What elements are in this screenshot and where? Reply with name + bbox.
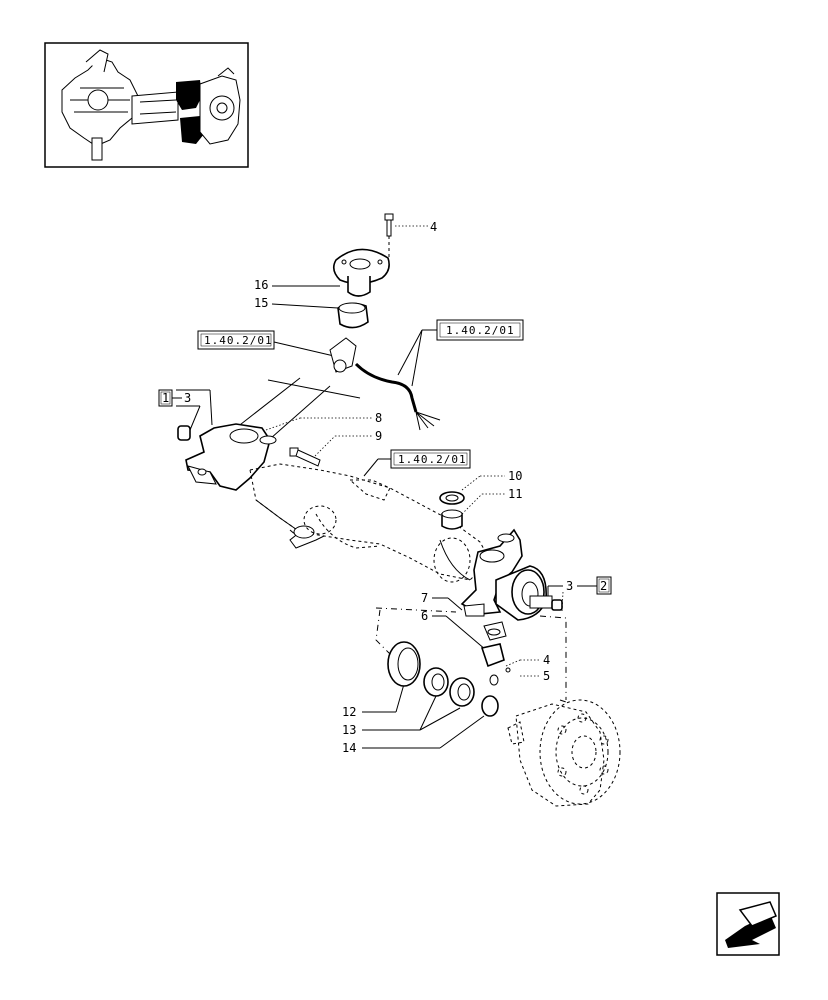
- callout-3-2-right: 3 2: [547, 576, 612, 613]
- callout-10-label: 10: [508, 469, 522, 483]
- kingpin-cap-part-16: [332, 248, 390, 297]
- callout-14: 14: [342, 715, 485, 755]
- callout-5-label: 5: [543, 669, 550, 683]
- axle-housing: [249, 463, 491, 583]
- bolt-part-4: [384, 213, 394, 260]
- sensor-with-cable: [329, 337, 441, 431]
- callout-4-right-label: 4: [543, 653, 550, 667]
- reference-box-center[interactable]: 1.40.2/01: [363, 449, 471, 477]
- callout-3-left-label: 3: [184, 391, 191, 405]
- callout-1-3-left: 1 3: [158, 389, 213, 431]
- callout-8-label: 8: [375, 411, 382, 425]
- callout-16: 16: [254, 278, 340, 292]
- reference-box-left[interactable]: 1.40.2/01: [197, 330, 335, 357]
- reference-center-label: 1.40.2/01: [398, 453, 467, 466]
- shaft-part-3-right: [529, 595, 563, 611]
- callout-15: 15: [254, 296, 339, 310]
- bearing-part-13a: [423, 667, 449, 697]
- callout-1-label: 1: [162, 391, 169, 405]
- callout-12-label: 12: [342, 705, 356, 719]
- bearing-part-15: [337, 302, 369, 329]
- callout-16-label: 16: [254, 278, 268, 292]
- callout-13-label: 13: [342, 723, 356, 737]
- reference-left-label: 1.40.2/01: [204, 334, 273, 347]
- sub-assembly-outline: [375, 607, 567, 703]
- reference-right-top-label: 1.40.2/01: [446, 324, 515, 337]
- callout-13: 13: [342, 695, 461, 737]
- callout-6: 6: [421, 609, 487, 651]
- axle-thumbnail[interactable]: [44, 42, 249, 168]
- callout-9: 9: [314, 429, 382, 457]
- callout-4-label: 4: [430, 220, 437, 234]
- seal-ring-part-10: [439, 491, 465, 505]
- callout-6-label: 6: [421, 609, 428, 623]
- callout-7-label: 7: [421, 591, 428, 605]
- wheel-hub: [507, 699, 621, 807]
- left-steering-knuckle: [177, 423, 277, 491]
- callout-8: 8: [265, 411, 382, 431]
- callout-7: 7: [421, 591, 463, 611]
- callout-10: 10: [461, 469, 522, 491]
- block-part-5: [480, 643, 511, 673]
- previous-page-arrow-icon[interactable]: [716, 892, 780, 956]
- callout-11: 11: [461, 487, 522, 515]
- callout-5: 5: [520, 669, 550, 683]
- callout-12: 12: [342, 683, 405, 719]
- callout-14-label: 14: [342, 741, 356, 755]
- bolt-part-9: [289, 447, 321, 467]
- callout-4-right: 4: [505, 653, 550, 667]
- bearing-part-13b: [449, 677, 475, 707]
- callout-9-label: 9: [375, 429, 382, 443]
- callout-2-label: 2: [600, 579, 607, 593]
- assembly-guide-lines: [235, 377, 361, 447]
- reference-box-right-top[interactable]: 1.40.2/01: [397, 319, 524, 387]
- nut-part-14: [481, 674, 499, 717]
- callout-4-top: 4: [395, 220, 437, 234]
- callout-3-right-label: 3: [566, 579, 573, 593]
- bushing-part-11: [441, 509, 463, 530]
- seal-part-12: [387, 641, 421, 687]
- callout-15-label: 15: [254, 296, 268, 310]
- cap-part-6: [483, 621, 507, 641]
- callout-11-label: 11: [508, 487, 522, 501]
